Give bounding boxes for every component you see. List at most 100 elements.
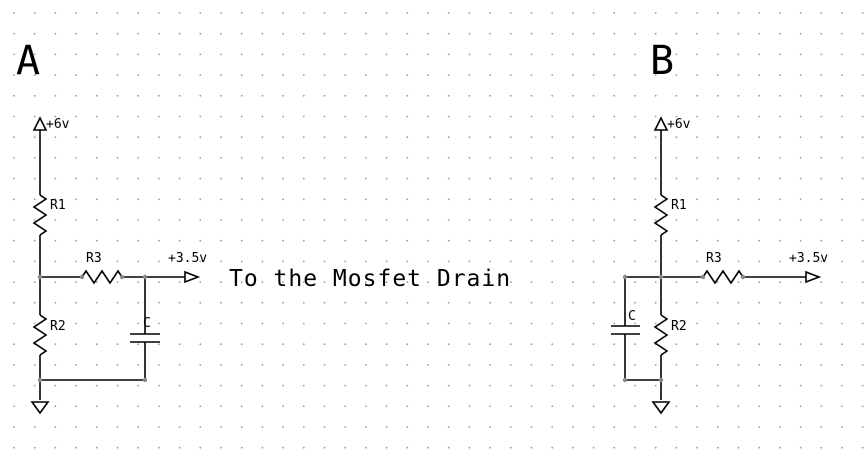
grid-dot <box>572 301 574 304</box>
grid-dot <box>592 53 595 56</box>
grid-dot <box>220 384 222 387</box>
circuit-b-output-label: +3.5v <box>789 251 828 266</box>
grid-dot <box>489 115 491 118</box>
grid-dot <box>530 384 533 387</box>
grid-dot <box>282 115 284 118</box>
grid-dot <box>95 53 98 56</box>
grid-dot <box>302 53 305 56</box>
grid-dot <box>841 219 843 221</box>
grid-dot <box>654 301 657 304</box>
grid-dot <box>572 426 574 428</box>
grid-dot <box>240 301 243 304</box>
grid-dot <box>302 12 305 14</box>
grid-dot <box>861 239 864 242</box>
grid-dot <box>861 364 864 366</box>
grid-dot <box>365 343 367 346</box>
grid-dot <box>199 53 202 56</box>
grid-dot <box>158 239 160 242</box>
grid-dot <box>240 53 243 56</box>
grid-dot <box>344 301 347 304</box>
grid-dot <box>282 94 284 97</box>
grid-dot <box>365 239 367 242</box>
grid-dot <box>406 136 409 139</box>
circuit-a-r3-label: R3 <box>86 251 102 266</box>
grid-dot <box>282 446 284 449</box>
grid-dot <box>220 115 222 118</box>
circuit-b-r2-label: R2 <box>671 319 687 334</box>
grid-dot <box>54 384 57 387</box>
grid-dot <box>282 426 284 428</box>
grid-dot <box>427 32 429 35</box>
grid-dot <box>95 136 98 139</box>
grid-dot <box>841 12 843 14</box>
grid-dot <box>716 426 719 428</box>
grid-dot <box>406 364 409 366</box>
grid-dot <box>489 426 491 428</box>
grid-dot <box>841 32 843 35</box>
grid-dot <box>447 177 450 180</box>
grid-dot <box>572 32 574 35</box>
grid-dot <box>261 219 264 221</box>
grid-dot <box>551 322 554 325</box>
grid-dot <box>509 405 512 408</box>
grid-dot <box>799 301 802 304</box>
grid-dot <box>758 177 761 180</box>
grid-dot <box>799 136 802 139</box>
grid-dot <box>406 343 409 346</box>
grid-dot <box>530 322 533 325</box>
grid-dot <box>137 343 140 346</box>
grid-dot <box>13 157 15 159</box>
grid-dot <box>551 281 554 283</box>
grid-dot <box>199 343 202 346</box>
grid-dot <box>737 115 740 118</box>
grid-dot <box>344 322 347 325</box>
grid-dot <box>716 115 719 118</box>
grid-dot <box>551 53 554 56</box>
grid-dot <box>302 322 305 325</box>
grid-dot <box>737 157 740 159</box>
grid-dot <box>468 74 471 76</box>
grid-dot <box>758 384 761 387</box>
grid-dot <box>447 384 450 387</box>
grid-dot <box>323 322 326 325</box>
grid-dot <box>572 260 574 263</box>
grid-dot <box>758 260 761 263</box>
grid-dot <box>758 343 761 346</box>
grid-dot <box>365 157 367 159</box>
grid-dot <box>33 94 36 97</box>
grid-dot <box>468 384 471 387</box>
grid-dot <box>634 177 636 180</box>
grid-dot <box>261 364 264 366</box>
grid-dot <box>406 239 409 242</box>
grid-dot <box>779 12 781 14</box>
grid-dot <box>199 301 202 304</box>
circuit-b-cap-label: C <box>628 309 636 324</box>
grid-dot <box>282 74 284 76</box>
grid-dot <box>758 364 761 366</box>
grid-dot <box>592 94 595 97</box>
grid-dot <box>551 74 554 76</box>
grid-dot <box>861 157 864 159</box>
grid-dot <box>841 74 843 76</box>
grid-dot <box>385 260 388 263</box>
grid-dot <box>675 177 678 180</box>
circuit-b-label: B <box>650 38 674 84</box>
grid-dot <box>427 115 429 118</box>
grid-dot <box>116 115 119 118</box>
grid-dot <box>220 219 222 221</box>
grid-dot <box>220 239 222 242</box>
grid-dot <box>95 260 98 263</box>
grid-dot <box>861 94 864 97</box>
grid-dot <box>158 219 160 221</box>
grid-dot <box>799 94 802 97</box>
grid-dot <box>592 136 595 139</box>
grid-dot <box>13 115 15 118</box>
grid-dot <box>54 53 57 56</box>
grid-dot <box>799 364 802 366</box>
grid-dot <box>344 405 347 408</box>
grid-dot <box>54 301 57 304</box>
grid-dot <box>427 322 429 325</box>
grid-dot <box>654 260 657 263</box>
grid-dot <box>716 94 719 97</box>
circuit-b-r1 <box>653 194 669 236</box>
